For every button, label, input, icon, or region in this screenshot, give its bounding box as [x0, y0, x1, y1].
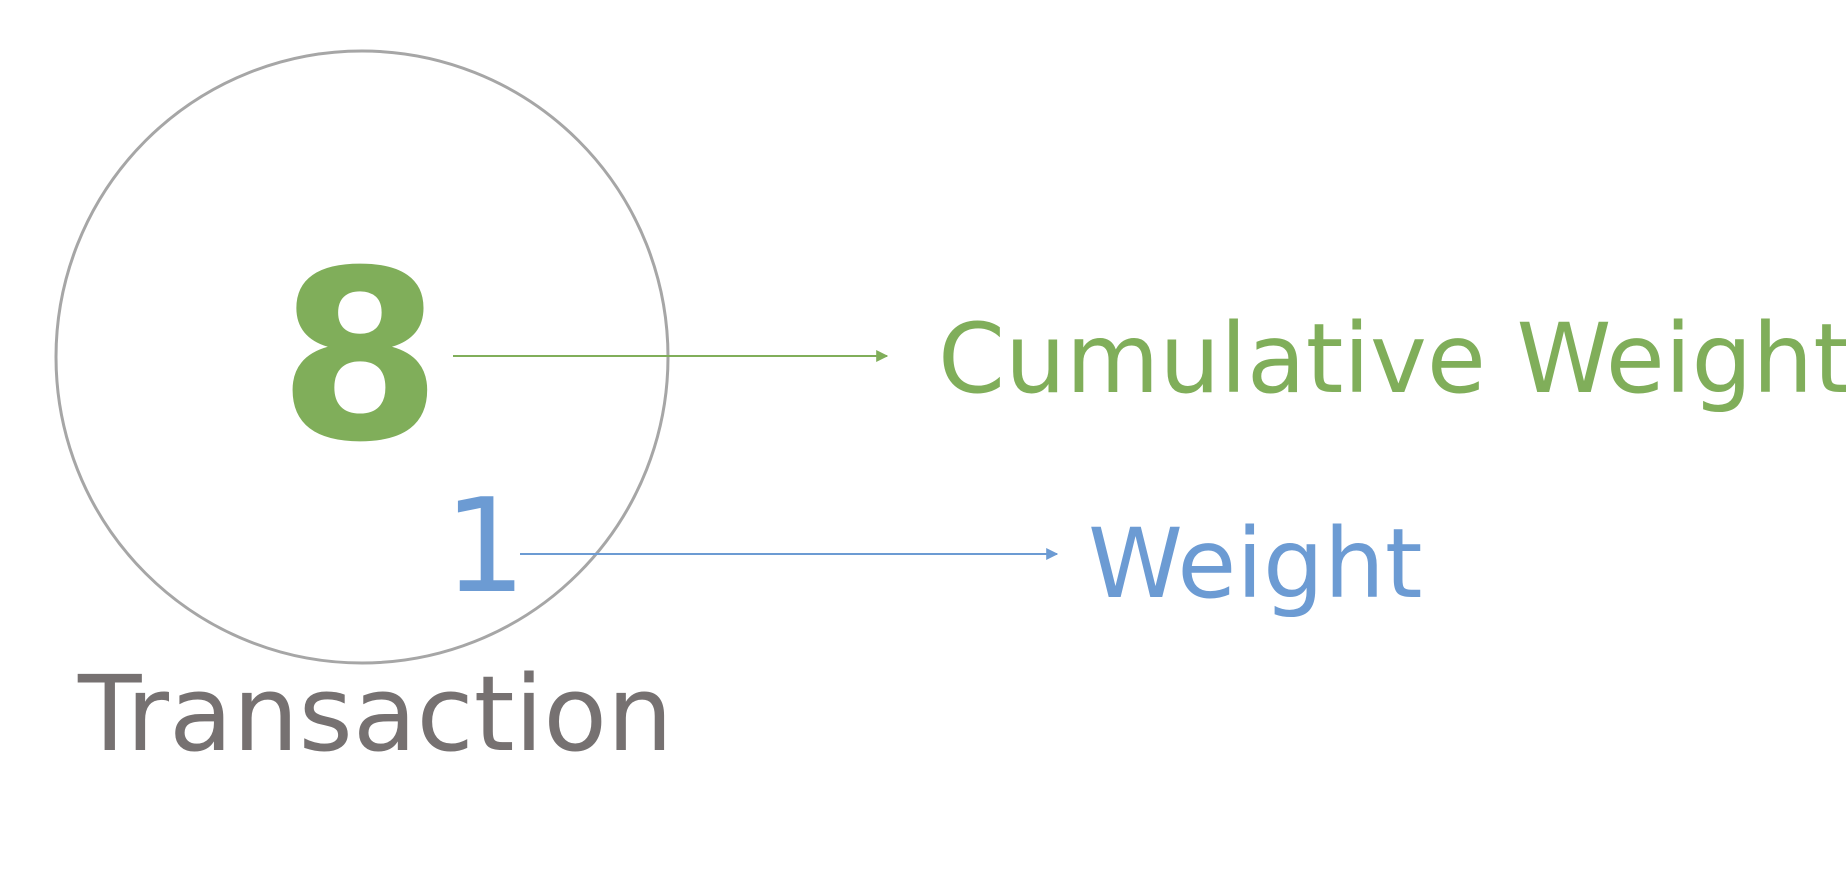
weight-label: Weight: [1088, 508, 1422, 620]
cumulative-weight-label: Cumulative Weight: [938, 303, 1846, 415]
transaction-caption: Transaction: [77, 653, 673, 775]
weight-value: 1: [444, 470, 527, 622]
cumulative-weight-value: 8: [278, 221, 442, 494]
